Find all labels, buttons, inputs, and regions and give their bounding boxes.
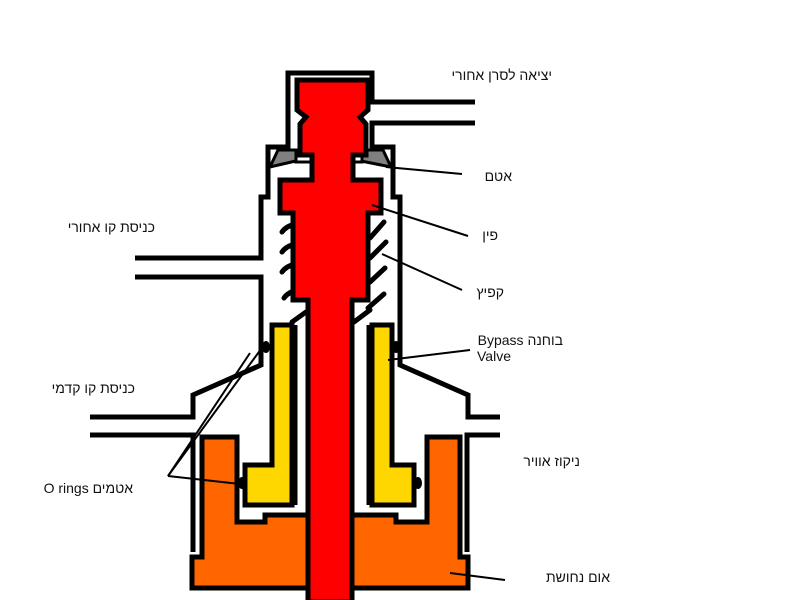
- label-pin: פין: [482, 227, 498, 243]
- brass-nut-right: [349, 434, 471, 591]
- label-o-rings: אטמים O rings: [43, 480, 133, 496]
- label-front-line-inlet: כניסת קו קדמי: [51, 380, 135, 396]
- label-air-bleed: ניקוז אוויר: [523, 453, 580, 469]
- leader-lines: [167, 166, 506, 581]
- label-rear-axle-outlet: יציאה לסרן אחורי: [451, 67, 552, 83]
- label-rear-line-inlet: כניסת קו אחורי: [67, 219, 155, 235]
- pin: [277, 77, 384, 600]
- bypass-sleeve-left: [242, 322, 295, 508]
- label-spring: קפיץ: [476, 284, 505, 300]
- label-brass-nut: אום נחושת: [545, 569, 610, 585]
- housing-outline: [90, 70, 500, 552]
- spring: [279, 219, 389, 325]
- o-rings: [238, 341, 422, 489]
- label-bypass-valve: בוחנה Bypass: [477, 332, 563, 348]
- label-bypass-valve-line2: Valve: [477, 348, 511, 364]
- label-seal: אטם: [484, 168, 512, 184]
- bypass-sleeve-right: [369, 322, 417, 508]
